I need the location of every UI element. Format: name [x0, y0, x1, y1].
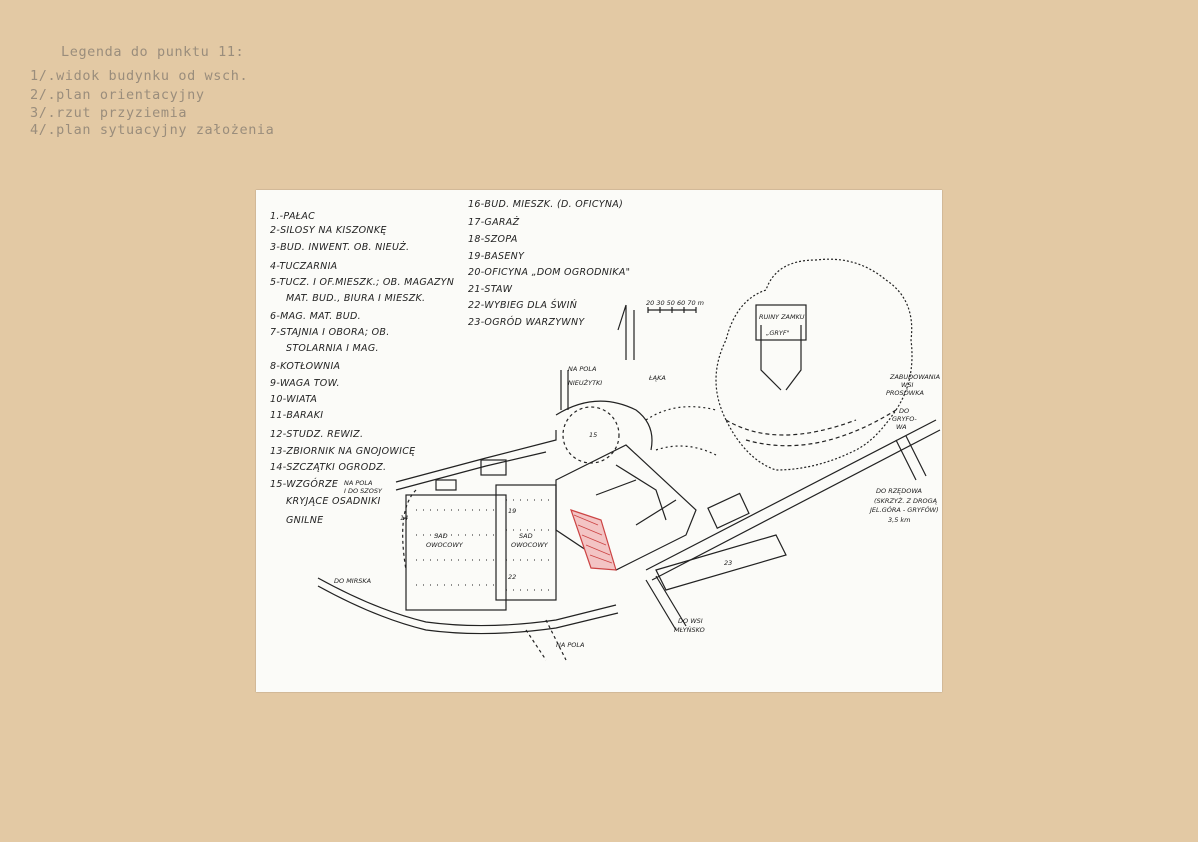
legend-item-1: 1/.widok budynku od wsch. [30, 68, 249, 84]
label-wa: WA [896, 423, 907, 431]
label-do-mirska: DO MIRSKA [334, 577, 372, 585]
scale-label: 20 30 50 60 70 m [646, 299, 705, 307]
legend-col2-item-21: 21-STAW [468, 284, 513, 295]
label-23: 23 [724, 559, 733, 567]
legend-col1-item-8: 8-KOTŁOWNIA [270, 361, 341, 372]
legend-col1-item-9: 9-WAGA TOW. [270, 378, 340, 389]
legend-col1-item-12: 12-STUDZ. REWIZ. [270, 429, 364, 440]
orchard-2 [495, 484, 557, 601]
label-na-pola-top: NA POLA [568, 365, 597, 373]
label-jel-gora: JEL.GÓRA - GRYFÓW) [870, 506, 939, 514]
label-ruiny: RUINY ZAMKU [759, 313, 805, 321]
legend-col2-item-18: 18-SZOPA [468, 234, 518, 245]
road-south [317, 577, 617, 627]
road-mlynsko [645, 579, 677, 631]
castle-ruins [755, 304, 807, 341]
legend-col1-item-2: 2-SILOSY NA KISZONKĘ [270, 225, 387, 236]
legend-col1-item-6: 6-MAG. MAT. BUD. [270, 311, 361, 322]
legend-col2-item-23: 23-OGRÓD WARZYWNY [468, 317, 585, 328]
legend-col1-item-7: 7-STAJNIA I OBORA; OB. [270, 327, 390, 338]
label-wsi: WSI [901, 381, 914, 389]
hill-15 [562, 406, 620, 464]
label-km: 3,5 km [888, 516, 911, 524]
label-gryfowa: GRYFO- [892, 415, 917, 423]
legend-col1-item-4: 4-TUCZARNIA [270, 261, 338, 272]
site-plan-drawing [317, 258, 941, 661]
legend-col1-item-15: 15-WZGÓRZE [270, 479, 339, 490]
legend-col1-item-7b: STOLARNIA I MAG. [286, 343, 379, 354]
gardener-house [707, 492, 750, 529]
label-na-pola-bottom: NA POLA [556, 641, 585, 649]
legend-item-2: 2/.plan orientacyjny [30, 87, 205, 103]
legend-col2-item-20: 20-OFICYNA „DOM OGRODNIKA" [468, 267, 631, 278]
legend-col2-item-16: 16-BUD. MIESZK. (D. OFICYNA) [468, 199, 624, 210]
label-do-east: DO [899, 407, 910, 415]
label-gryf: „GRYF" [766, 329, 790, 337]
legend-col1-item-15c: GNILNE [286, 515, 324, 526]
legend-col1-item-5: 5-TUCZ. I OF.MIESZK.; OB. MAGAZYN [270, 277, 455, 288]
legend-col1-item-10: 10-WIATA [270, 394, 318, 405]
legend-col1-item-15b: KRYJĄCE OSADNIKI [286, 496, 381, 507]
label-i-do-szosy: I DO SZOSY [344, 487, 382, 495]
tree-mass [715, 258, 913, 471]
legend-col1-item-13: 13-ZBIORNIK NA GNOJOWICĘ [270, 446, 416, 457]
label-sad-1: SAD [434, 532, 448, 540]
label-mlynsko: MŁYŃSKO [674, 626, 705, 634]
legend-title: Legenda do punktu 11: [61, 44, 245, 60]
scale-bar [647, 307, 697, 313]
legend-col1-item-1: 1.-PAŁAC [270, 211, 316, 222]
label-na-pola-left: NA POLA [344, 479, 373, 487]
legend-col1-item-3: 3-BUD. INWENT. OB. NIEUŻ. [270, 242, 410, 253]
label-prosowka: PROSÓWKA [886, 389, 924, 397]
road-east [645, 419, 937, 571]
legend-col2-item-17: 17-GARAŻ [468, 217, 520, 228]
label-do-wsi: DO WSI [678, 617, 703, 625]
legend-col1-item-11: 11-BARAKI [270, 410, 324, 421]
legend-item-4: 4/.plan sytuacyjny założenia [30, 122, 275, 138]
meadow [645, 406, 717, 456]
vegetable-garden [655, 534, 787, 591]
label-owocowy-2: OWOCOWY [511, 541, 548, 549]
legend-item-3: 3/.rzut przyziemia [30, 105, 188, 121]
orchard-1 [405, 494, 507, 611]
label-laka: ŁĄKA [649, 374, 666, 382]
label-19: 19 [508, 507, 517, 515]
label-skrzyz: (SKRZYŻ. Z DROGĄ [874, 497, 938, 505]
legend-col2-item-19: 19-BASENY [468, 251, 525, 262]
label-nieuzytki: NIEUŻYTKI [568, 379, 603, 387]
legend-col1-item-14: 14-SZCZĄTKI OGRODZ. [270, 462, 387, 473]
legend-col2-item-22: 22-WYBIEG DLA ŚWIŃ [468, 300, 578, 311]
north-arrow [617, 304, 635, 360]
label-15: 15 [589, 431, 598, 439]
label-owocowy-1: OWOCOWY [426, 541, 463, 549]
site-plan-sheet: 1.-PAŁAC 2-SILOSY NA KISZONKĘ 3-BUD. INW… [256, 190, 942, 692]
label-14: 14 [400, 514, 409, 522]
label-sad-2: SAD [519, 532, 533, 540]
label-zabudowania: ZABUDOWANIA [890, 373, 941, 381]
road-north [395, 430, 557, 483]
label-22: 22 [508, 573, 517, 581]
label-do-rzedowa: DO RZĘDOWA [876, 487, 922, 495]
complex-outline [555, 444, 697, 571]
legend-col1-item-5b: MAT. BUD., BIURA I MIESZK. [286, 293, 426, 304]
